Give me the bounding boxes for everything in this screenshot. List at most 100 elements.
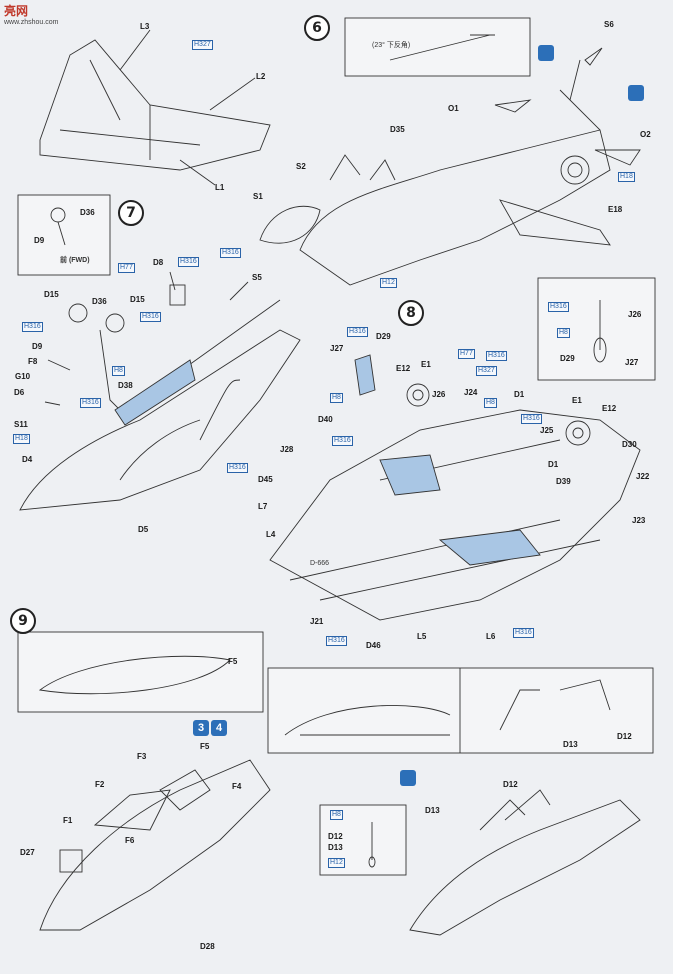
part-label: F1 <box>63 816 73 825</box>
paint-code: H316 <box>548 302 569 312</box>
part-label: L1 <box>215 183 225 192</box>
part-label: D1 <box>548 460 559 469</box>
part-label: J26 <box>628 310 642 319</box>
part-label: D15 <box>130 295 145 304</box>
paint-code: H316 <box>486 351 507 361</box>
step-7-marker: 7 <box>118 200 144 226</box>
part-label: F5 <box>200 742 210 751</box>
part-label: D13 <box>563 740 578 749</box>
paint-code: H18 <box>618 172 635 182</box>
dihedral-note: (23° 下反角) <box>372 42 411 49</box>
part-label: J27 <box>330 344 344 353</box>
part-label: D29 <box>560 354 575 363</box>
paint-code: H316 <box>22 322 43 332</box>
part-label: E12 <box>396 364 411 373</box>
part-label: F2 <box>95 780 105 789</box>
part-label: L6 <box>486 632 496 641</box>
part-label: D12 <box>503 780 518 789</box>
part-label: D27 <box>20 848 35 857</box>
paint-icon-1 <box>538 45 554 61</box>
part-label: F5 <box>228 657 238 666</box>
part-label: S6 <box>604 20 614 29</box>
part-label: D40 <box>318 415 333 424</box>
part-label: D13 <box>425 806 440 815</box>
paint-code: H8 <box>330 393 343 403</box>
part-label: D36 <box>80 208 95 217</box>
wing-part-drawing <box>39 39 271 171</box>
step-8-marker: 8 <box>398 300 424 326</box>
part-label: D8 <box>153 258 164 267</box>
part-label: D35 <box>390 125 405 134</box>
paint-code: H316 <box>178 257 199 267</box>
part-label: O2 <box>640 130 651 139</box>
paint-code: H77 <box>118 263 135 273</box>
part-label: L7 <box>258 502 268 511</box>
step-6-marker: 6 <box>304 15 330 41</box>
paint-code: H8 <box>484 398 497 408</box>
paint-code: H327 <box>192 40 213 50</box>
part-label: G10 <box>15 372 31 381</box>
paint-code: H316 <box>140 312 161 322</box>
paint-code: H8 <box>557 328 570 338</box>
paint-code: H18 <box>13 434 30 444</box>
part-label: D30 <box>622 440 637 449</box>
serial-number: D-666 <box>310 560 330 567</box>
paint-badge-4: 4 <box>211 720 227 736</box>
fuselage-drawing <box>299 129 611 286</box>
part-label: D46 <box>366 641 381 650</box>
part-label: E1 <box>572 396 582 405</box>
part-label: D12 <box>328 832 343 841</box>
paint-icon-2 <box>628 85 644 101</box>
part-label: J22 <box>636 472 650 481</box>
part-label: L5 <box>417 632 427 641</box>
part-label: J25 <box>540 426 554 435</box>
paint-code: H316 <box>220 248 241 258</box>
part-label: D13 <box>328 843 343 852</box>
part-label: J28 <box>280 445 294 454</box>
paint-code: H8 <box>330 810 343 820</box>
step-9-marker: 9 <box>10 608 36 634</box>
part-label: E12 <box>602 404 617 413</box>
part-label: F4 <box>232 782 242 791</box>
underside-drawing <box>269 409 641 621</box>
part-label: F6 <box>125 836 135 845</box>
part-label: D28 <box>200 942 215 951</box>
paint-code: H12 <box>328 858 345 868</box>
part-label: D9 <box>34 236 45 245</box>
paint-code: H327 <box>476 366 497 376</box>
part-label: D4 <box>22 455 33 464</box>
part-label: D12 <box>617 732 632 741</box>
paint-code: H316 <box>80 398 101 408</box>
part-label: S5 <box>252 273 262 282</box>
paint-code: H316 <box>326 636 347 646</box>
part-label: D6 <box>14 388 25 397</box>
part-label: D45 <box>258 475 273 484</box>
part-label: L3 <box>140 22 150 31</box>
paint-badge-3: 3 <box>193 720 209 736</box>
part-label: J26 <box>432 390 446 399</box>
cockpit-right-drawing <box>409 799 641 936</box>
cockpit-left-drawing <box>39 759 271 931</box>
part-label: S11 <box>14 420 28 429</box>
fwd-note: 前 (FWD) <box>60 257 90 264</box>
paint-code: H316 <box>521 414 542 424</box>
part-label: J21 <box>310 617 324 626</box>
part-label: D38 <box>118 381 133 390</box>
paint-code: H316 <box>332 436 353 446</box>
part-label: J27 <box>625 358 639 367</box>
nose-fuselage-drawing <box>19 329 301 511</box>
part-label: D15 <box>44 290 59 299</box>
part-label: E18 <box>608 205 623 214</box>
part-label: D36 <box>92 297 107 306</box>
part-label: D39 <box>556 477 571 486</box>
paint-code: H77 <box>458 349 475 359</box>
part-label: F3 <box>137 752 147 761</box>
part-label: F8 <box>28 357 38 366</box>
part-label: J23 <box>632 516 646 525</box>
paint-code: H8 <box>112 366 125 376</box>
part-label: D9 <box>32 342 43 351</box>
part-label: D1 <box>514 390 525 399</box>
